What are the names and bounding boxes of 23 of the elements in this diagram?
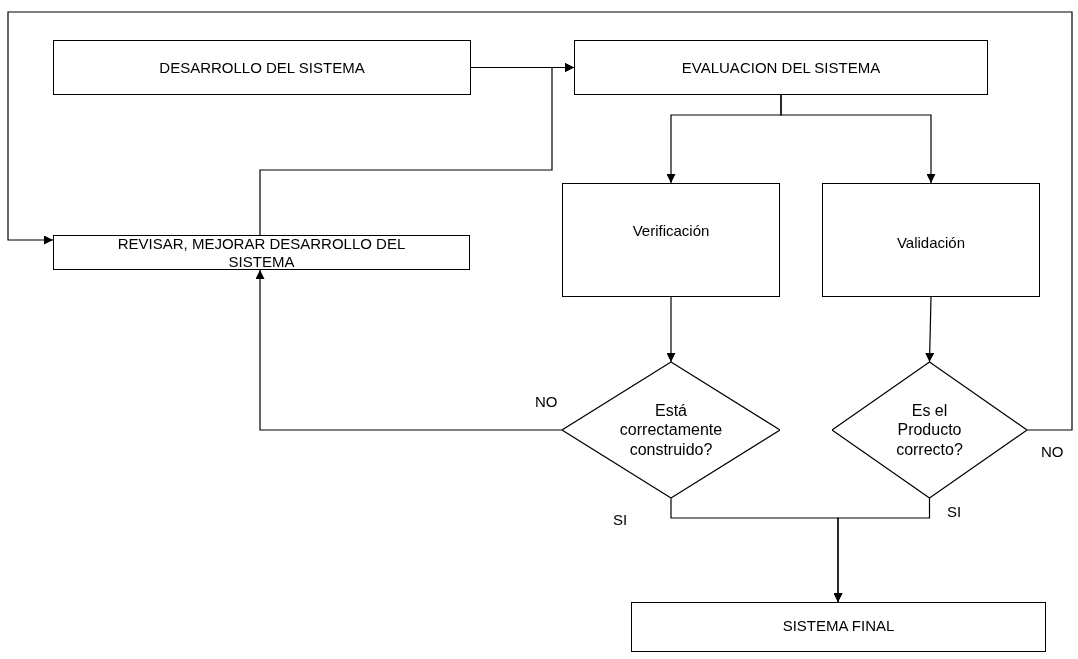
process-box <box>562 183 780 297</box>
process-box <box>574 40 988 95</box>
node-text: EVALUACION DEL SISTEMA <box>681 58 881 77</box>
arrow <box>255 269 563 431</box>
decision-diamond <box>562 362 780 498</box>
node-text: Verificación <box>632 222 710 240</box>
process-box <box>53 235 470 270</box>
node-text: Validación <box>896 234 966 252</box>
process-box <box>631 602 1046 652</box>
arrow <box>833 497 931 603</box>
arrow <box>780 94 936 184</box>
process-box <box>822 183 1040 297</box>
decision-diamond <box>832 362 1027 498</box>
node-text: Está correctamente construido? <box>618 401 724 459</box>
arrow <box>666 296 676 363</box>
process-box <box>53 40 471 95</box>
node-text: Es el Producto correcto? <box>895 401 964 459</box>
node-text: SISTEMA FINAL <box>782 617 895 635</box>
arrow <box>259 63 575 236</box>
arrow <box>7 11 1073 431</box>
node-text: DESARROLLO DEL SISTEMA <box>159 58 365 77</box>
node-text: REVISAR, MEJORAR DESARROLLO DEL SISTEMA <box>116 234 407 271</box>
arrow <box>925 296 935 363</box>
